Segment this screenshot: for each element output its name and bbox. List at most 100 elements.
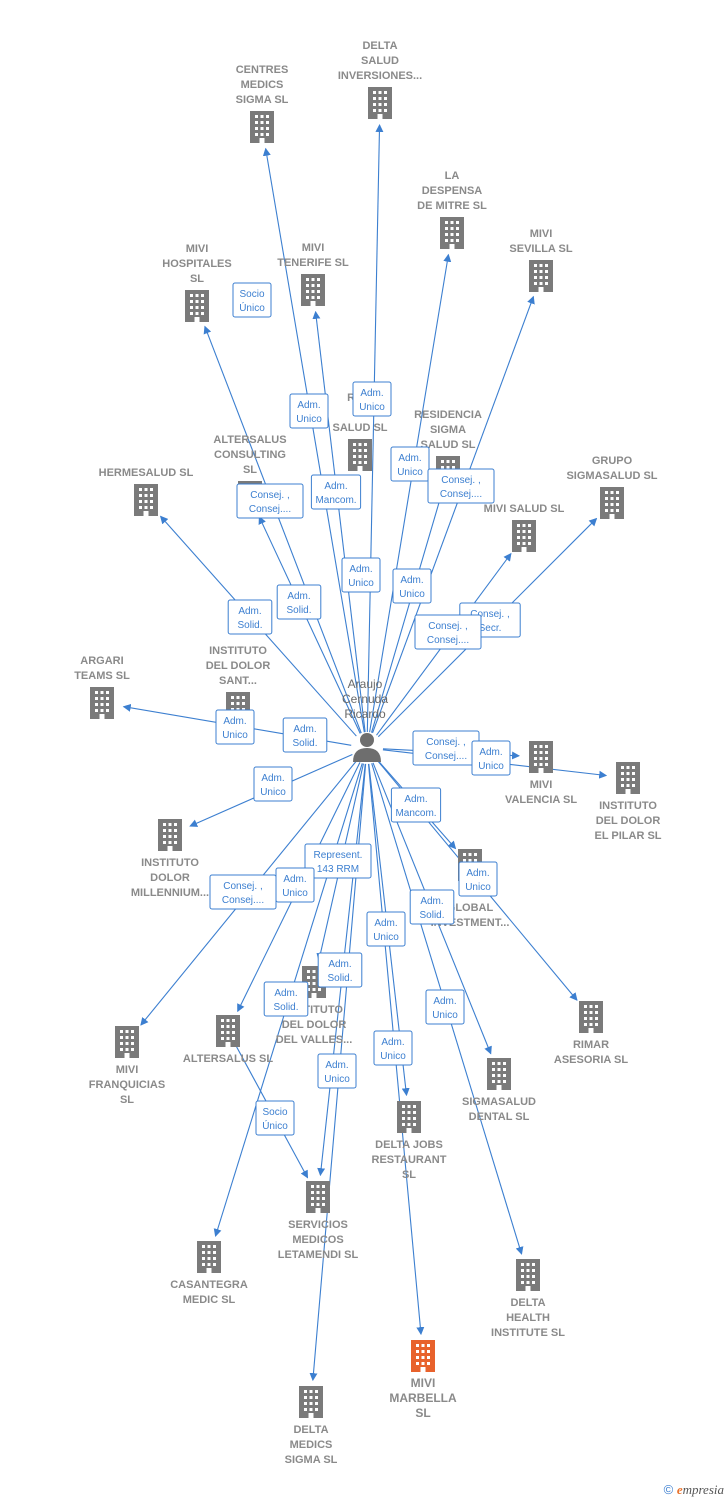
role-box-r28[interactable]: Adm.Unico bbox=[425, 989, 465, 1025]
role-box-r23[interactable]: Adm.Unico bbox=[458, 861, 498, 897]
role-box-r25[interactable]: Adm.Unico bbox=[366, 911, 406, 947]
role-label-line: Adm. bbox=[223, 716, 246, 727]
footer-brand[interactable]: © empresia bbox=[664, 1482, 724, 1498]
role-label-line: Solid. bbox=[292, 738, 317, 749]
company-label-line: DELTA bbox=[362, 40, 397, 52]
role-label-line: Único bbox=[239, 301, 265, 314]
role-box-frame bbox=[390, 446, 430, 482]
role-box-frame bbox=[304, 843, 372, 879]
company-node-c17[interactable]: INSTITUTODOLORMILLENNIUM... bbox=[131, 819, 209, 899]
role-label-line: Consej. , bbox=[428, 621, 467, 632]
role-box-r10[interactable]: Adm.Solid. bbox=[227, 599, 273, 635]
role-box-r5[interactable]: Consej. ,Consej.... bbox=[236, 483, 304, 519]
company-node-c21[interactable]: ALTERSALUS SL bbox=[183, 1015, 274, 1065]
role-box-r8[interactable]: Adm.Unico bbox=[341, 557, 381, 593]
edge-person-c1 bbox=[262, 147, 365, 733]
edge-person-c4 bbox=[372, 295, 535, 734]
company-label-line: GRUPO bbox=[592, 455, 633, 467]
role-box-r21[interactable]: Consej. ,Consej.... bbox=[209, 874, 277, 910]
company-label-line: SERVICIOS bbox=[288, 1219, 348, 1231]
role-box-r9[interactable]: Adm.Unico bbox=[392, 568, 432, 604]
company-node-c10[interactable]: HERMESALUD SL bbox=[99, 467, 194, 516]
company-label-line: INSTITUTE SL bbox=[491, 1327, 565, 1339]
edge-person-c9 bbox=[258, 516, 361, 734]
role-label-line: Consej.... bbox=[425, 751, 467, 762]
role-box-frame bbox=[373, 1030, 413, 1066]
role-label-line: Unico bbox=[282, 888, 308, 899]
company-label-line: MEDICOS bbox=[292, 1234, 343, 1246]
company-label-line: HOSPITALES bbox=[162, 258, 231, 270]
role-box-r14[interactable]: Adm.Unico bbox=[215, 709, 255, 745]
role-box-r3[interactable]: Adm.Unico bbox=[352, 381, 392, 417]
role-box-r29[interactable]: Adm.Unico bbox=[373, 1030, 413, 1066]
role-box-r13[interactable]: Consej. ,Consej.... bbox=[414, 614, 482, 650]
company-label-line: CONSULTING bbox=[214, 449, 286, 461]
company-label-line: ASESORIA SL bbox=[554, 1054, 628, 1066]
role-label-line: Unico bbox=[260, 787, 286, 798]
role-box-r20[interactable]: Represent.143 RRM bbox=[304, 843, 372, 879]
edge-person-c6 bbox=[312, 310, 366, 733]
role-box-r17[interactable]: Adm.Unico bbox=[471, 740, 511, 776]
building-icon bbox=[368, 87, 392, 119]
company-node-c12[interactable]: MIVI SALUD SL bbox=[484, 503, 565, 552]
role-label-line: Adm. bbox=[328, 959, 351, 970]
person-label-line: Araujo bbox=[348, 677, 383, 691]
role-box-r19[interactable]: Adm.Mancom. bbox=[390, 787, 442, 823]
company-label-line: SL bbox=[120, 1094, 134, 1106]
company-node-c2[interactable]: DELTASALUDINVERSIONES... bbox=[338, 40, 422, 119]
role-label-line: Adm. bbox=[297, 400, 320, 411]
building-icon bbox=[397, 1101, 421, 1133]
role-box-r6[interactable]: Consej. ,Consej.... bbox=[427, 468, 495, 504]
building-icon bbox=[299, 1386, 323, 1418]
company-label-line: MIVI SALUD SL bbox=[484, 503, 565, 515]
company-label-line: DELTA bbox=[293, 1424, 328, 1436]
role-box-r26[interactable]: Adm.Solid. bbox=[317, 952, 363, 988]
role-box-r18[interactable]: Adm.Unico bbox=[253, 766, 293, 802]
role-box-r4[interactable]: Adm.Unico bbox=[390, 446, 430, 482]
role-box-r22[interactable]: Adm.Unico bbox=[275, 867, 315, 903]
brand-logo: empresia bbox=[676, 1482, 724, 1497]
role-label-line: Solid. bbox=[273, 1002, 298, 1013]
role-label-line: Adm. bbox=[374, 918, 397, 929]
company-label-line: TEAMS SL bbox=[74, 670, 130, 682]
role-box-r16[interactable]: Consej. ,Consej.... bbox=[412, 730, 480, 766]
role-label-line: Adm. bbox=[433, 996, 456, 1007]
company-label-line: HERMESALUD SL bbox=[99, 467, 194, 479]
role-box-r7[interactable]: Adm.Mancom. bbox=[310, 474, 362, 510]
role-box-r27[interactable]: Adm.Solid. bbox=[263, 981, 309, 1017]
role-box-r11[interactable]: Adm.Solid. bbox=[276, 584, 322, 620]
company-label-line: TENERIFE SL bbox=[277, 257, 349, 269]
company-label-line: MEDICS bbox=[290, 1439, 333, 1451]
company-label-line: RESTAURANT bbox=[372, 1154, 447, 1166]
role-label-line: Solid. bbox=[286, 605, 311, 616]
role-box-r24[interactable]: Adm.Solid. bbox=[409, 889, 455, 925]
role-box-r2[interactable]: Adm.Unico bbox=[289, 393, 329, 429]
role-box-r30[interactable]: Adm.Unico bbox=[317, 1053, 357, 1089]
role-box-r15[interactable]: Adm.Solid. bbox=[282, 717, 328, 753]
role-label-line: Unico bbox=[465, 882, 491, 893]
